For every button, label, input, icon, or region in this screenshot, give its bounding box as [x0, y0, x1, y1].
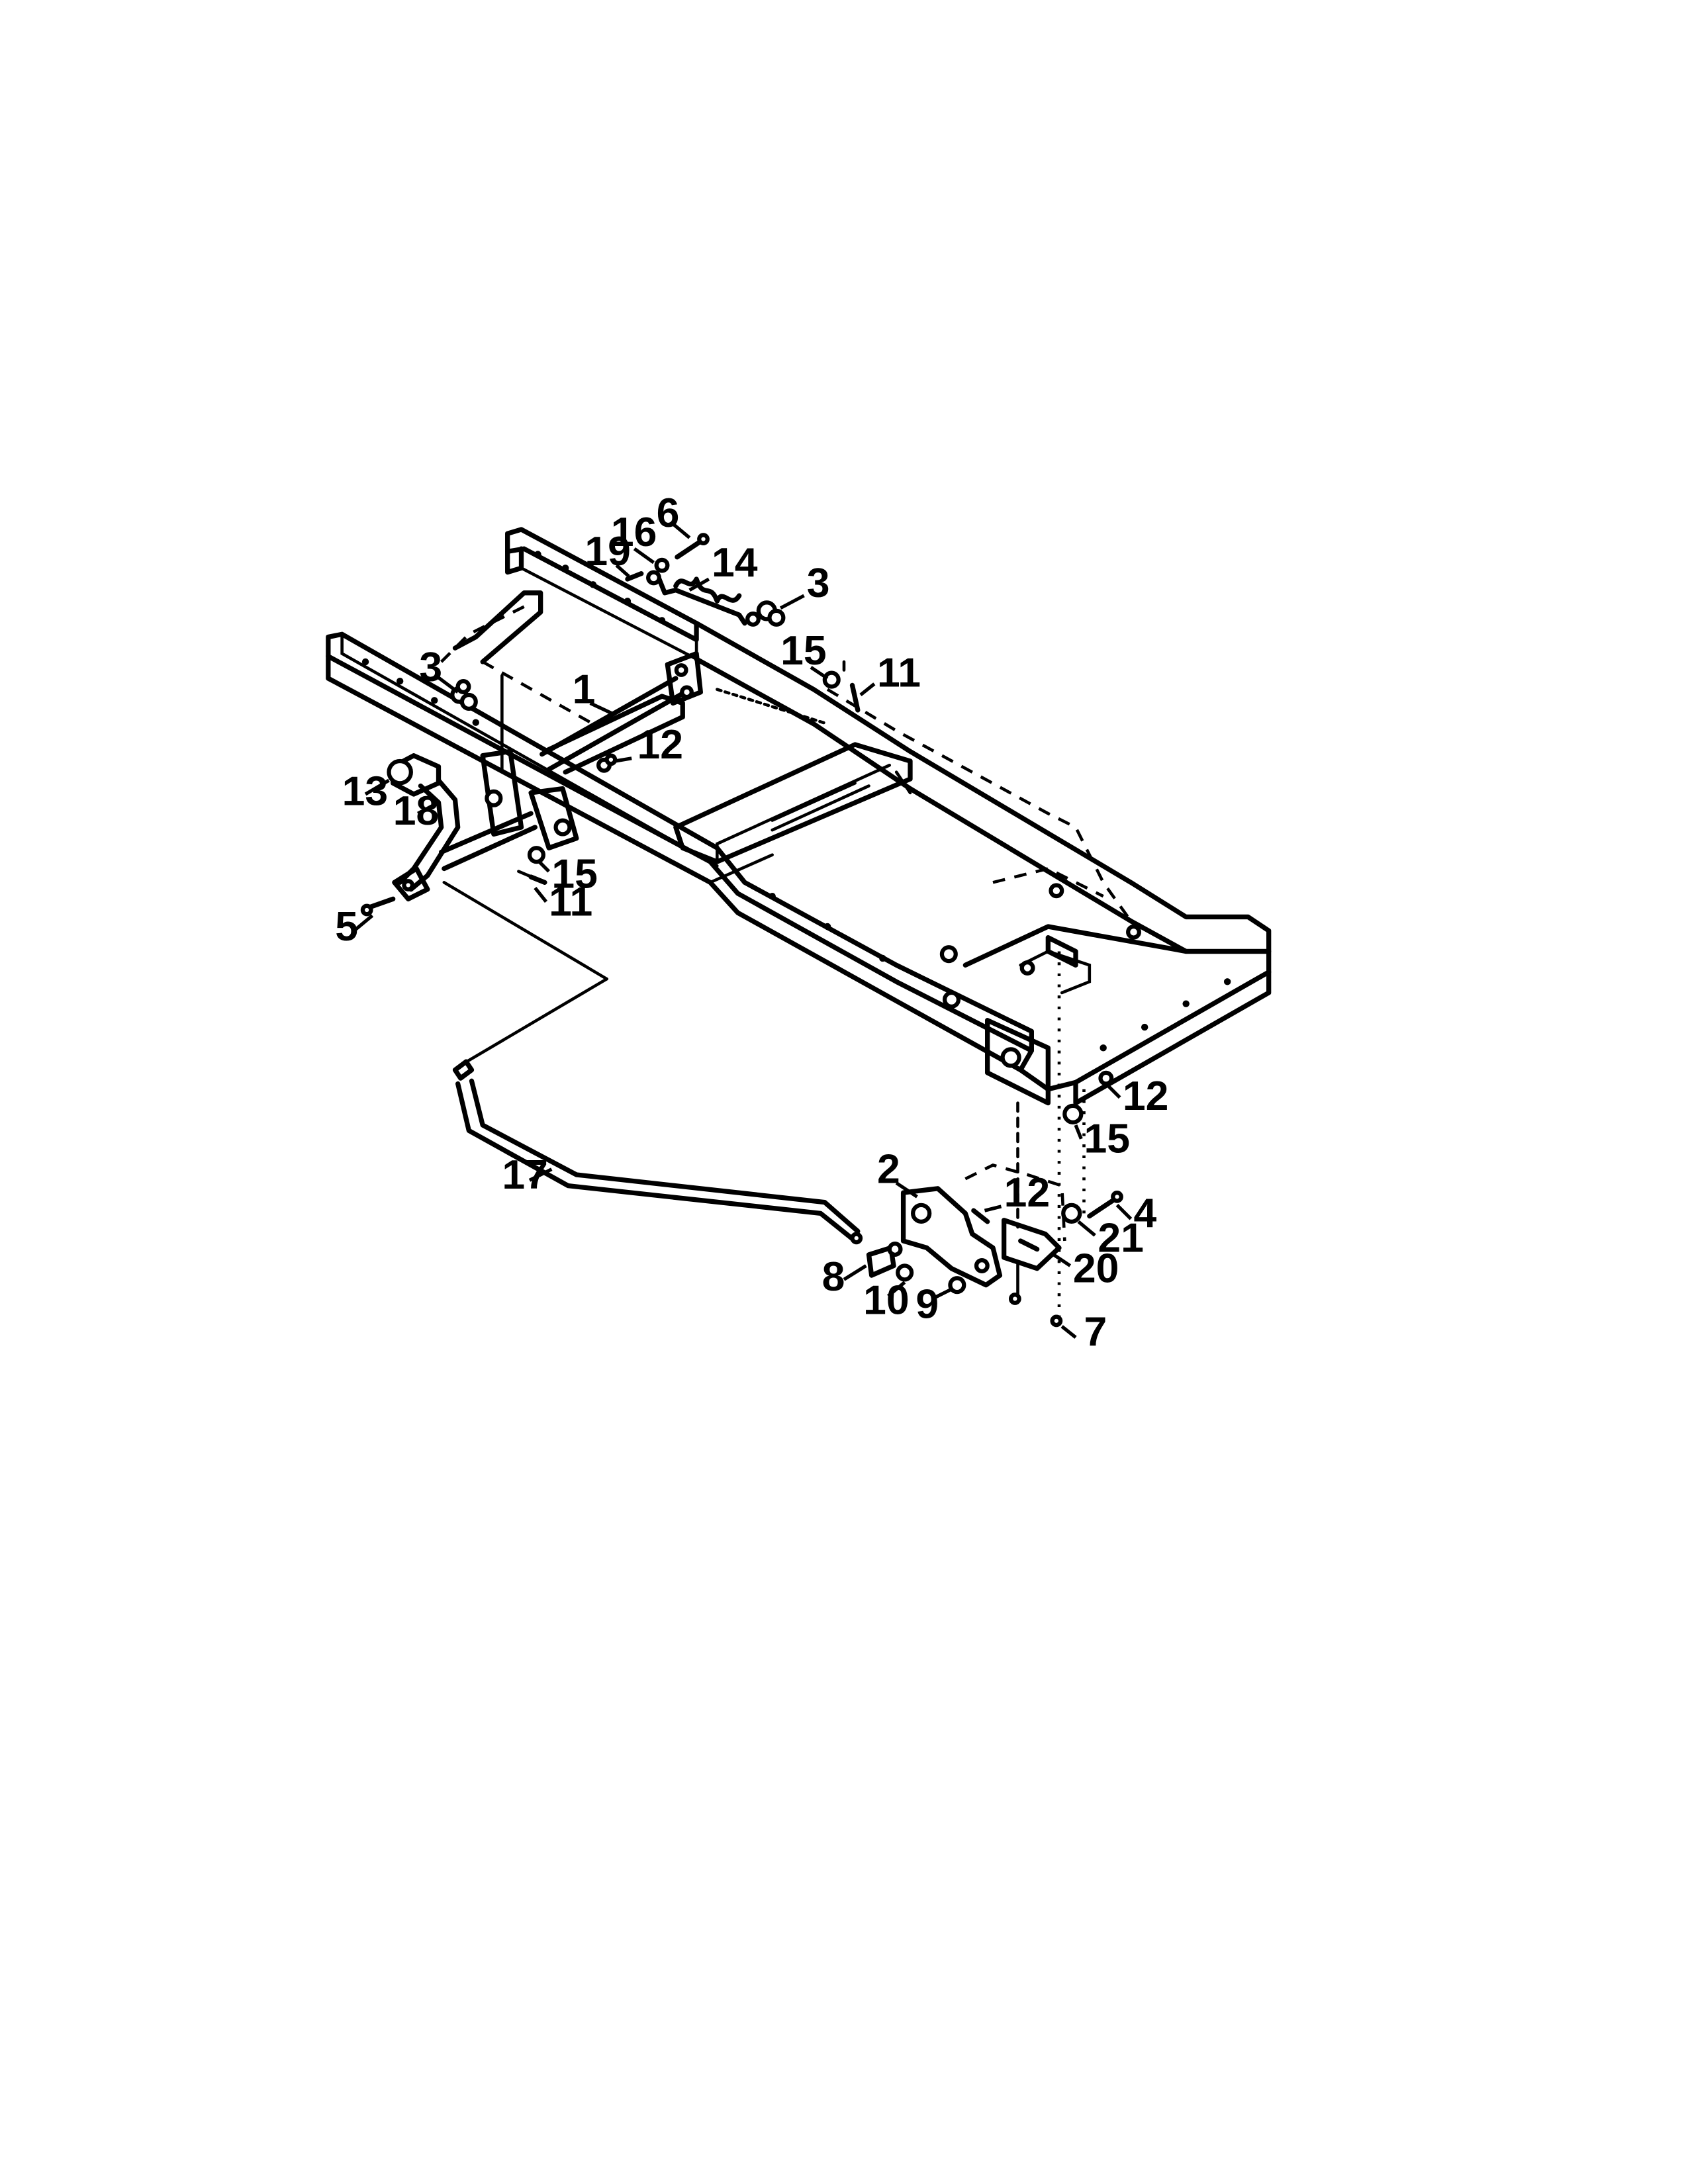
- rail-holes: [361, 551, 1231, 1052]
- callout-16: 16: [611, 509, 657, 555]
- callout-14: 14: [712, 539, 758, 586]
- callout-1: 1: [573, 666, 596, 713]
- callout-7: 7: [1084, 1308, 1107, 1355]
- front-bracket-assembly: [866, 951, 1123, 1328]
- callouts: 1 2 3 3 4 5 6 7 8 9 10 11 11 12 12 12 13…: [335, 490, 1168, 1355]
- callout-5: 5: [335, 903, 358, 950]
- callout-18: 18: [393, 788, 440, 834]
- callout-10: 10: [863, 1277, 910, 1323]
- callout-11b: 11: [549, 878, 592, 925]
- control-rod: [452, 977, 863, 1245]
- leader-lines: [354, 522, 1133, 1339]
- callout-15c: 15: [1084, 1116, 1131, 1162]
- callout-21: 21: [1098, 1215, 1144, 1261]
- callout-3a: 3: [807, 560, 830, 606]
- callout-15b: 15: [551, 851, 598, 897]
- lift-lever: [360, 753, 608, 981]
- callout-6: 6: [657, 490, 680, 536]
- callout-3b: 3: [419, 644, 442, 690]
- callout-12c: 12: [1004, 1169, 1051, 1216]
- callout-20: 20: [1073, 1246, 1119, 1292]
- callout-9: 9: [915, 1281, 939, 1328]
- callout-19: 19: [585, 528, 631, 574]
- callout-2: 2: [877, 1146, 900, 1193]
- callout-13: 13: [342, 768, 389, 815]
- callout-8: 8: [822, 1253, 845, 1300]
- callout-12a: 12: [637, 721, 684, 768]
- callout-12b: 12: [1123, 1073, 1169, 1119]
- spring: [646, 570, 761, 627]
- callout-4: 4: [1134, 1190, 1157, 1236]
- callout-11a: 11: [877, 650, 921, 696]
- callout-17: 17: [502, 1152, 548, 1198]
- lift-shaft-1: [480, 651, 829, 850]
- chassis-frame: [326, 527, 1272, 1106]
- callout-15a: 15: [780, 627, 827, 674]
